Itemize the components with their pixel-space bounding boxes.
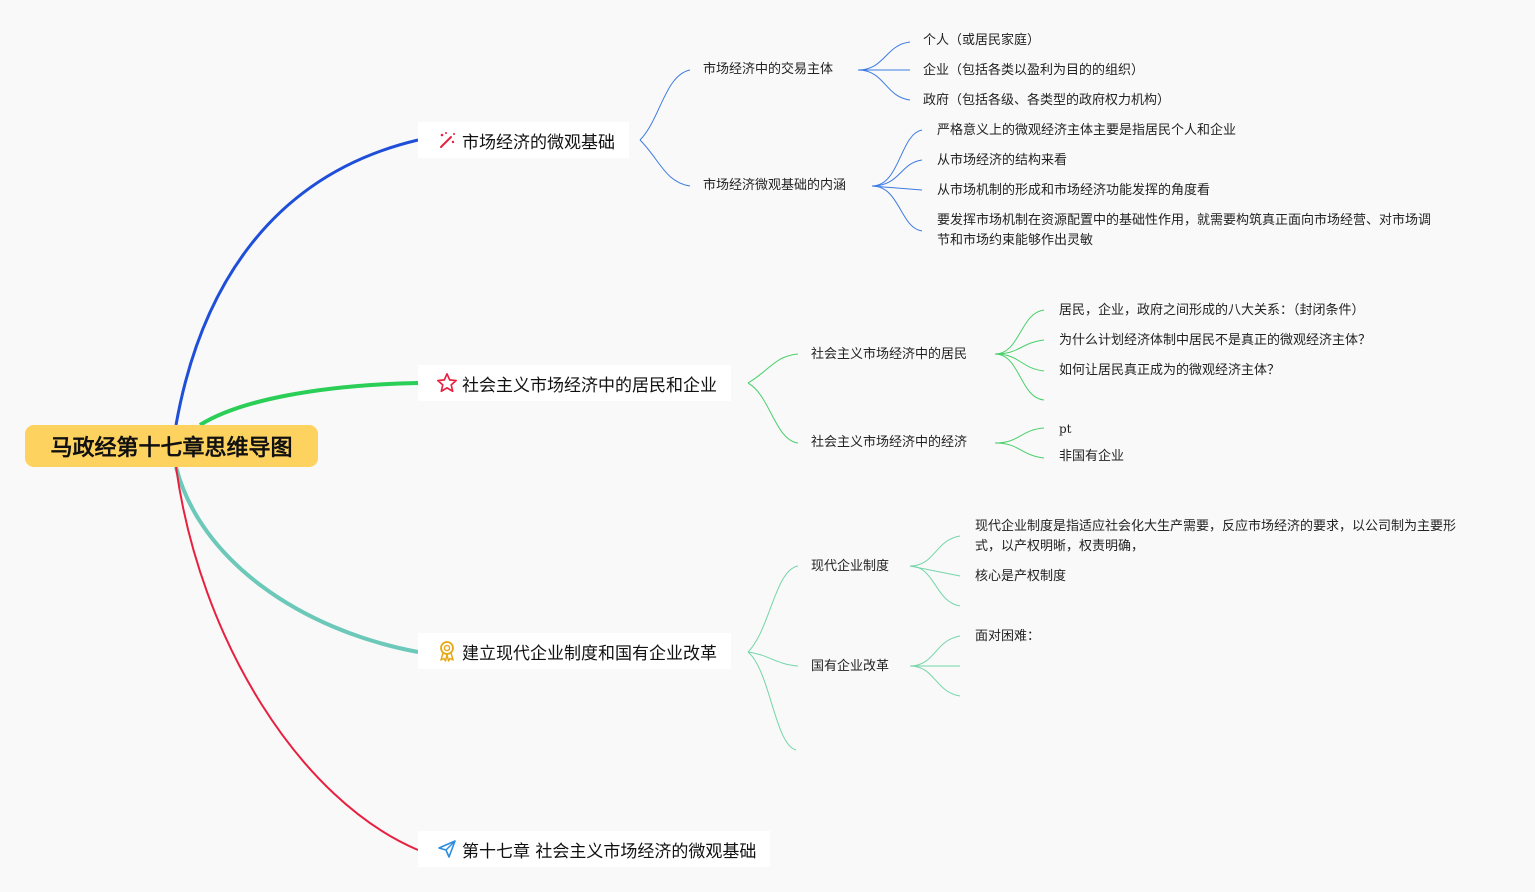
branch-connector-3 [174, 466, 419, 654]
root-topic[interactable]: 马政经第十七章思维导图 [25, 425, 318, 467]
branch-label-3: 建立现代企业制度和国有企业改革 [462, 643, 717, 664]
leaf-topic[interactable]: 要发挥市场机制在资源配置中的基础性作用，就需要构筑真正面向市场经营、对市场调节和… [937, 213, 1432, 248]
award-ribbon-icon [436, 640, 458, 662]
branch-label-1: 市场经济的微观基础 [462, 132, 615, 153]
subtopic-2-1[interactable]: 社会主义市场经济中的居民 [811, 347, 968, 362]
root-title: 马政经第十七章思维导图 [50, 436, 293, 461]
leaf-topic[interactable]: 从市场经济的结构来看 [937, 153, 1068, 168]
sub-connector-3-1 [747, 565, 799, 653]
sub-connector-3-3 [747, 651, 797, 751]
subtopic-3-1[interactable]: 现代企业制度 [811, 559, 890, 574]
leaf-topic[interactable]: 如何让居民真正成为的微观经济主体？ [1059, 363, 1281, 378]
sub-connector-1-2 [639, 139, 691, 187]
branch-topic-3[interactable]: 建立现代企业制度和国有企业改革 [418, 633, 731, 669]
leaf-connector [871, 159, 923, 187]
leaf-connector [909, 665, 961, 697]
subtopic-1-2[interactable]: 市场经济微观基础的内涵 [703, 178, 847, 193]
leaf-topic[interactable]: 个人（或居民家庭） [923, 33, 1041, 48]
leaf-topic[interactable]: 严格意义上的微观经济主体主要是指居民个人和企业 [937, 123, 1237, 138]
branch-connector-4 [175, 466, 419, 851]
leaf-topic[interactable]: 核心是产权制度 [975, 569, 1067, 584]
leaf-connector [994, 309, 1045, 355]
leaf-connector [871, 129, 923, 187]
subtopic-3-2[interactable]: 国有企业改革 [811, 659, 890, 674]
branch-topic-4[interactable]: 第十七章 社会主义市场经济的微观基础 [418, 831, 771, 867]
branch-topic-1[interactable]: 市场经济的微观基础 [418, 122, 629, 158]
leaf-topic[interactable]: 面对困难： [975, 629, 1041, 644]
leaf-topic[interactable]: pt [1059, 422, 1072, 436]
leaf-topic[interactable]: 居民，企业，政府之间形成的八大关系：（封闭条件） [1059, 303, 1365, 318]
leaf-connector [909, 535, 961, 567]
leaf-connector [909, 635, 961, 667]
leaf-connector [994, 442, 1045, 459]
leaf-connector [857, 41, 911, 71]
leaf-connector [857, 69, 911, 101]
leaf-topic[interactable]: 现代企业制度是指适应社会化大生产需要，反应市场经济的要求，以公司制为主要形式，以… [975, 519, 1457, 554]
leaf-topic[interactable]: 从市场机制的形成和市场经济功能发挥的角度看 [937, 183, 1211, 198]
leaf-connector [994, 339, 1045, 355]
sub-connector-3-2 [747, 651, 799, 667]
paper-plane-icon [436, 838, 458, 860]
magic-wand-icon [436, 129, 458, 151]
branch-topic-2[interactable]: 社会主义市场经济中的居民和企业 [418, 365, 731, 401]
leaf-connector [994, 353, 1045, 401]
subtopic-2-2[interactable]: 社会主义市场经济中的经济 [811, 435, 968, 450]
branch-label-4: 第十七章 社会主义市场经济的微观基础 [462, 841, 757, 862]
leaf-topic[interactable]: 非国有企业 [1059, 449, 1125, 464]
sub-connector-2-1 [747, 353, 799, 384]
leaf-connector [994, 427, 1045, 444]
subtopic-1-1[interactable]: 市场经济中的交易主体 [703, 62, 834, 77]
branch-connector-2 [198, 381, 419, 427]
leaf-topic[interactable]: 为什么计划经济体制中居民不是真正的微观经济主体？ [1059, 333, 1372, 348]
leaf-connector [871, 185, 923, 232]
star-icon [436, 372, 458, 394]
leaf-connector [994, 353, 1045, 372]
leaf-connector [871, 185, 923, 191]
sub-connector-1-1 [639, 69, 691, 141]
leaf-topic[interactable]: 政府（包括各级、各类型的政府权力机构） [923, 93, 1171, 108]
leaf-connector [909, 565, 961, 607]
sub-connector-2-2 [747, 382, 799, 444]
branch-label-2: 社会主义市场经济中的居民和企业 [462, 375, 717, 396]
branch-connector-1 [174, 138, 419, 426]
leaf-topic[interactable]: 企业（包括各类以盈利为目的的组织） [923, 63, 1145, 78]
